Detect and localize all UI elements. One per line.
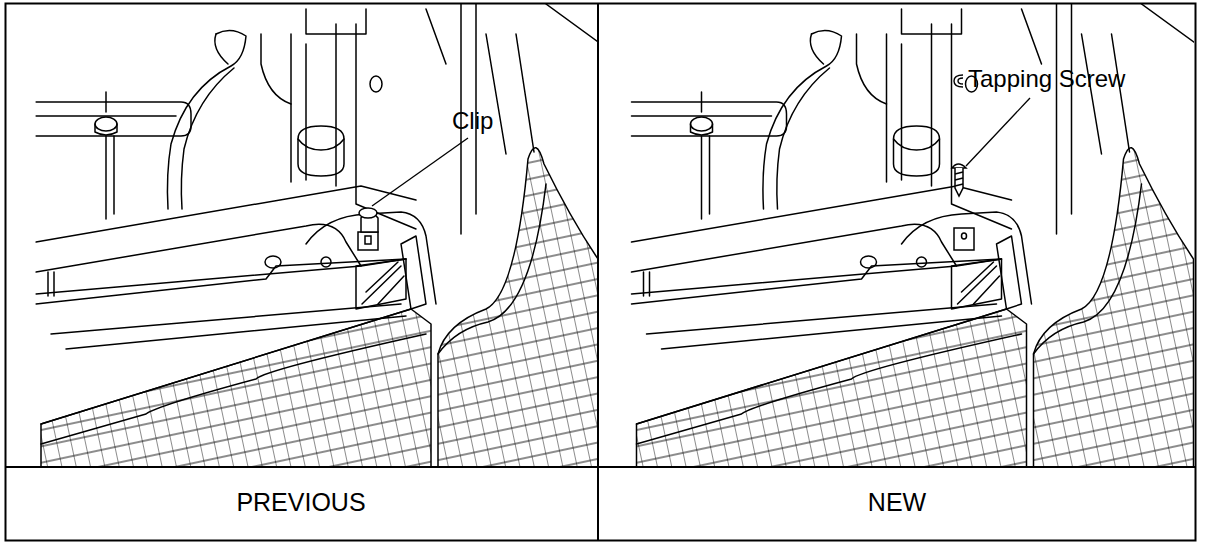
- clip-symbol: [358, 208, 378, 250]
- frame: [6, 4, 1196, 541]
- panel-divider: [597, 3, 599, 540]
- previous-scene: [36, 4, 601, 470]
- caption-divider: [5, 466, 1195, 468]
- part-name: Clip: [452, 108, 493, 134]
- tapping-screw-symbol: [952, 164, 974, 250]
- panel-caption: PREVIOUS: [236, 489, 365, 517]
- leader-line: [966, 98, 1030, 166]
- new-scene: [632, 4, 1197, 470]
- leader-line: [372, 138, 468, 206]
- panel-caption: NEW: [868, 489, 926, 517]
- screw-icon: [954, 75, 963, 87]
- part-name: Tapping Screw: [968, 66, 1125, 92]
